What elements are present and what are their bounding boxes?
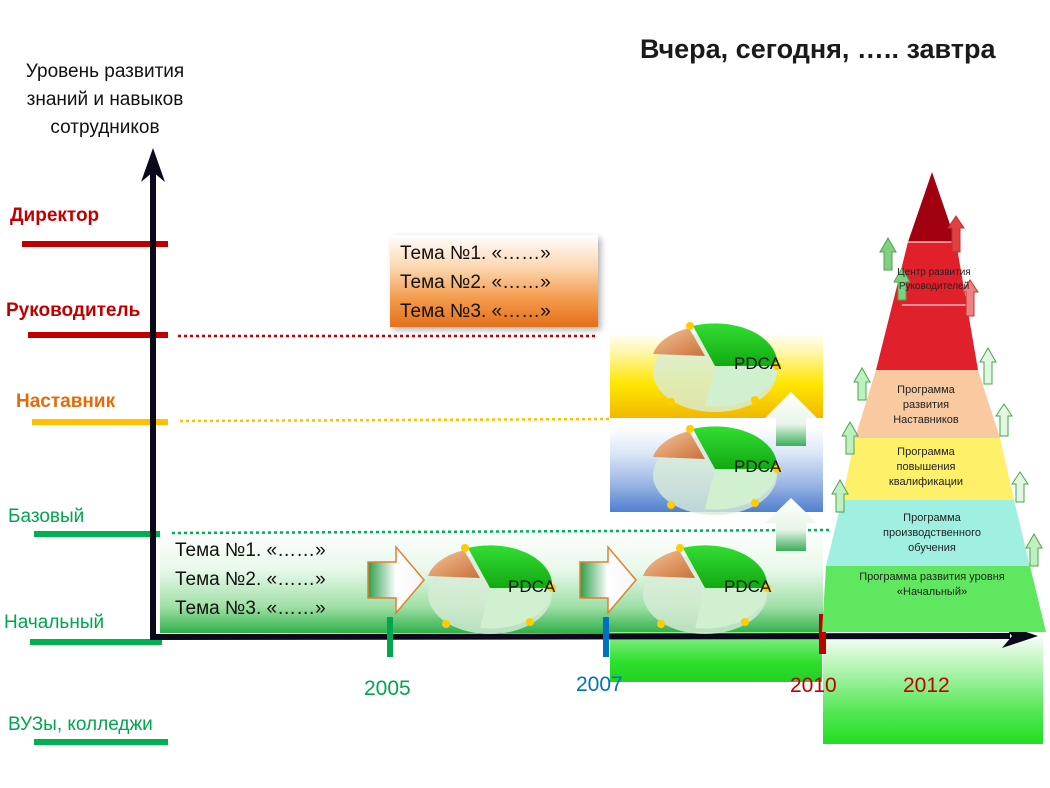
- level-label-start: Начальный: [4, 612, 105, 633]
- topic-item: Тема №3. «……»: [400, 301, 551, 322]
- arrow-up-1: [765, 498, 817, 551]
- pyramid-tier-mentors: [855, 370, 1000, 438]
- topic-item: Тема №3. «……»: [175, 598, 326, 619]
- dotted-line-mentor: [179, 417, 613, 423]
- level-bar-base: [34, 531, 168, 537]
- topics-box-middle: Тема №1. «……» Тема №2. «……» Тема №3. «………: [390, 235, 598, 327]
- year-label-2010: 2010: [790, 674, 837, 697]
- pdca-label: PDCA: [734, 457, 782, 476]
- y-axis-arrowhead: [141, 148, 165, 182]
- pdca-cycle-3: [653, 425, 781, 515]
- arrow-right-2: [579, 544, 637, 616]
- level-label-director: Директор: [10, 205, 100, 226]
- topic-item: Тема №2. «……»: [400, 272, 551, 293]
- pdca-cycle-1: [428, 544, 556, 634]
- level-bar-mentor: [32, 419, 168, 425]
- year-label-2007: 2007: [576, 673, 623, 696]
- tick-2007: [603, 617, 609, 657]
- x-axis: [149, 633, 1011, 640]
- pyramid-tier-top: [908, 172, 956, 242]
- pyramid-text-production: Программа производственного обучения: [883, 512, 981, 554]
- pyramid-side-arrows: [831, 215, 1043, 567]
- topic-item: Тема №1. «……»: [175, 540, 326, 561]
- arrow-right-1: [367, 544, 425, 616]
- green-block-2007: [610, 632, 822, 682]
- pdca-cycle-2: [643, 544, 771, 634]
- pdca-label: PDCA: [508, 577, 556, 596]
- level-label-mentor: Наставник: [16, 391, 116, 412]
- green-block-2010: [823, 632, 1043, 744]
- pyramid-text-mentors: Программа развития Наставников: [893, 384, 959, 426]
- pyramid-text-qualification: Программа повышения квалификации: [888, 446, 964, 488]
- pdca-label: PDCA: [734, 354, 782, 373]
- pyramid-tier-production: [826, 500, 1030, 566]
- pdca-cycle-4: [653, 322, 781, 412]
- pdca-label: PDCA: [724, 577, 772, 596]
- topic-item: Тема №2. «……»: [175, 569, 326, 590]
- pyramid-text-leaders: Центр развития Руководителей: [897, 267, 971, 292]
- level-label-manager: Руководитель: [6, 300, 141, 321]
- level-label-base: Базовый: [8, 506, 85, 527]
- tick-2010: [819, 614, 826, 654]
- level-label-univ: ВУЗы, колледжи: [8, 714, 153, 735]
- page-title: Вчера, сегодня, ….. завтра: [640, 34, 996, 64]
- arrow-up-2: [765, 392, 817, 446]
- tick-2005: [387, 617, 393, 657]
- level-bar-director: [22, 241, 168, 247]
- level-bar-univ: [34, 739, 168, 745]
- dotted-line-base: [171, 528, 833, 535]
- pyramid-tier-start: [822, 566, 1046, 632]
- year-label-2012: 2012: [903, 674, 950, 697]
- topics-box-lower: Тема №1. «……» Тема №2. «……» Тема №3. «………: [175, 536, 326, 623]
- pyramid-text-start: Программа развития уровня «Начальный»: [859, 571, 1005, 598]
- y-axis-label: Уровень развития знаний и навыков сотруд…: [25, 61, 185, 138]
- level-bar-manager: [28, 332, 168, 338]
- year-label-2005: 2005: [364, 677, 411, 700]
- pyramid-tier-qualification: [842, 438, 1014, 500]
- topic-item: Тема №1. «……»: [400, 243, 551, 264]
- level-bar-start: [30, 639, 162, 645]
